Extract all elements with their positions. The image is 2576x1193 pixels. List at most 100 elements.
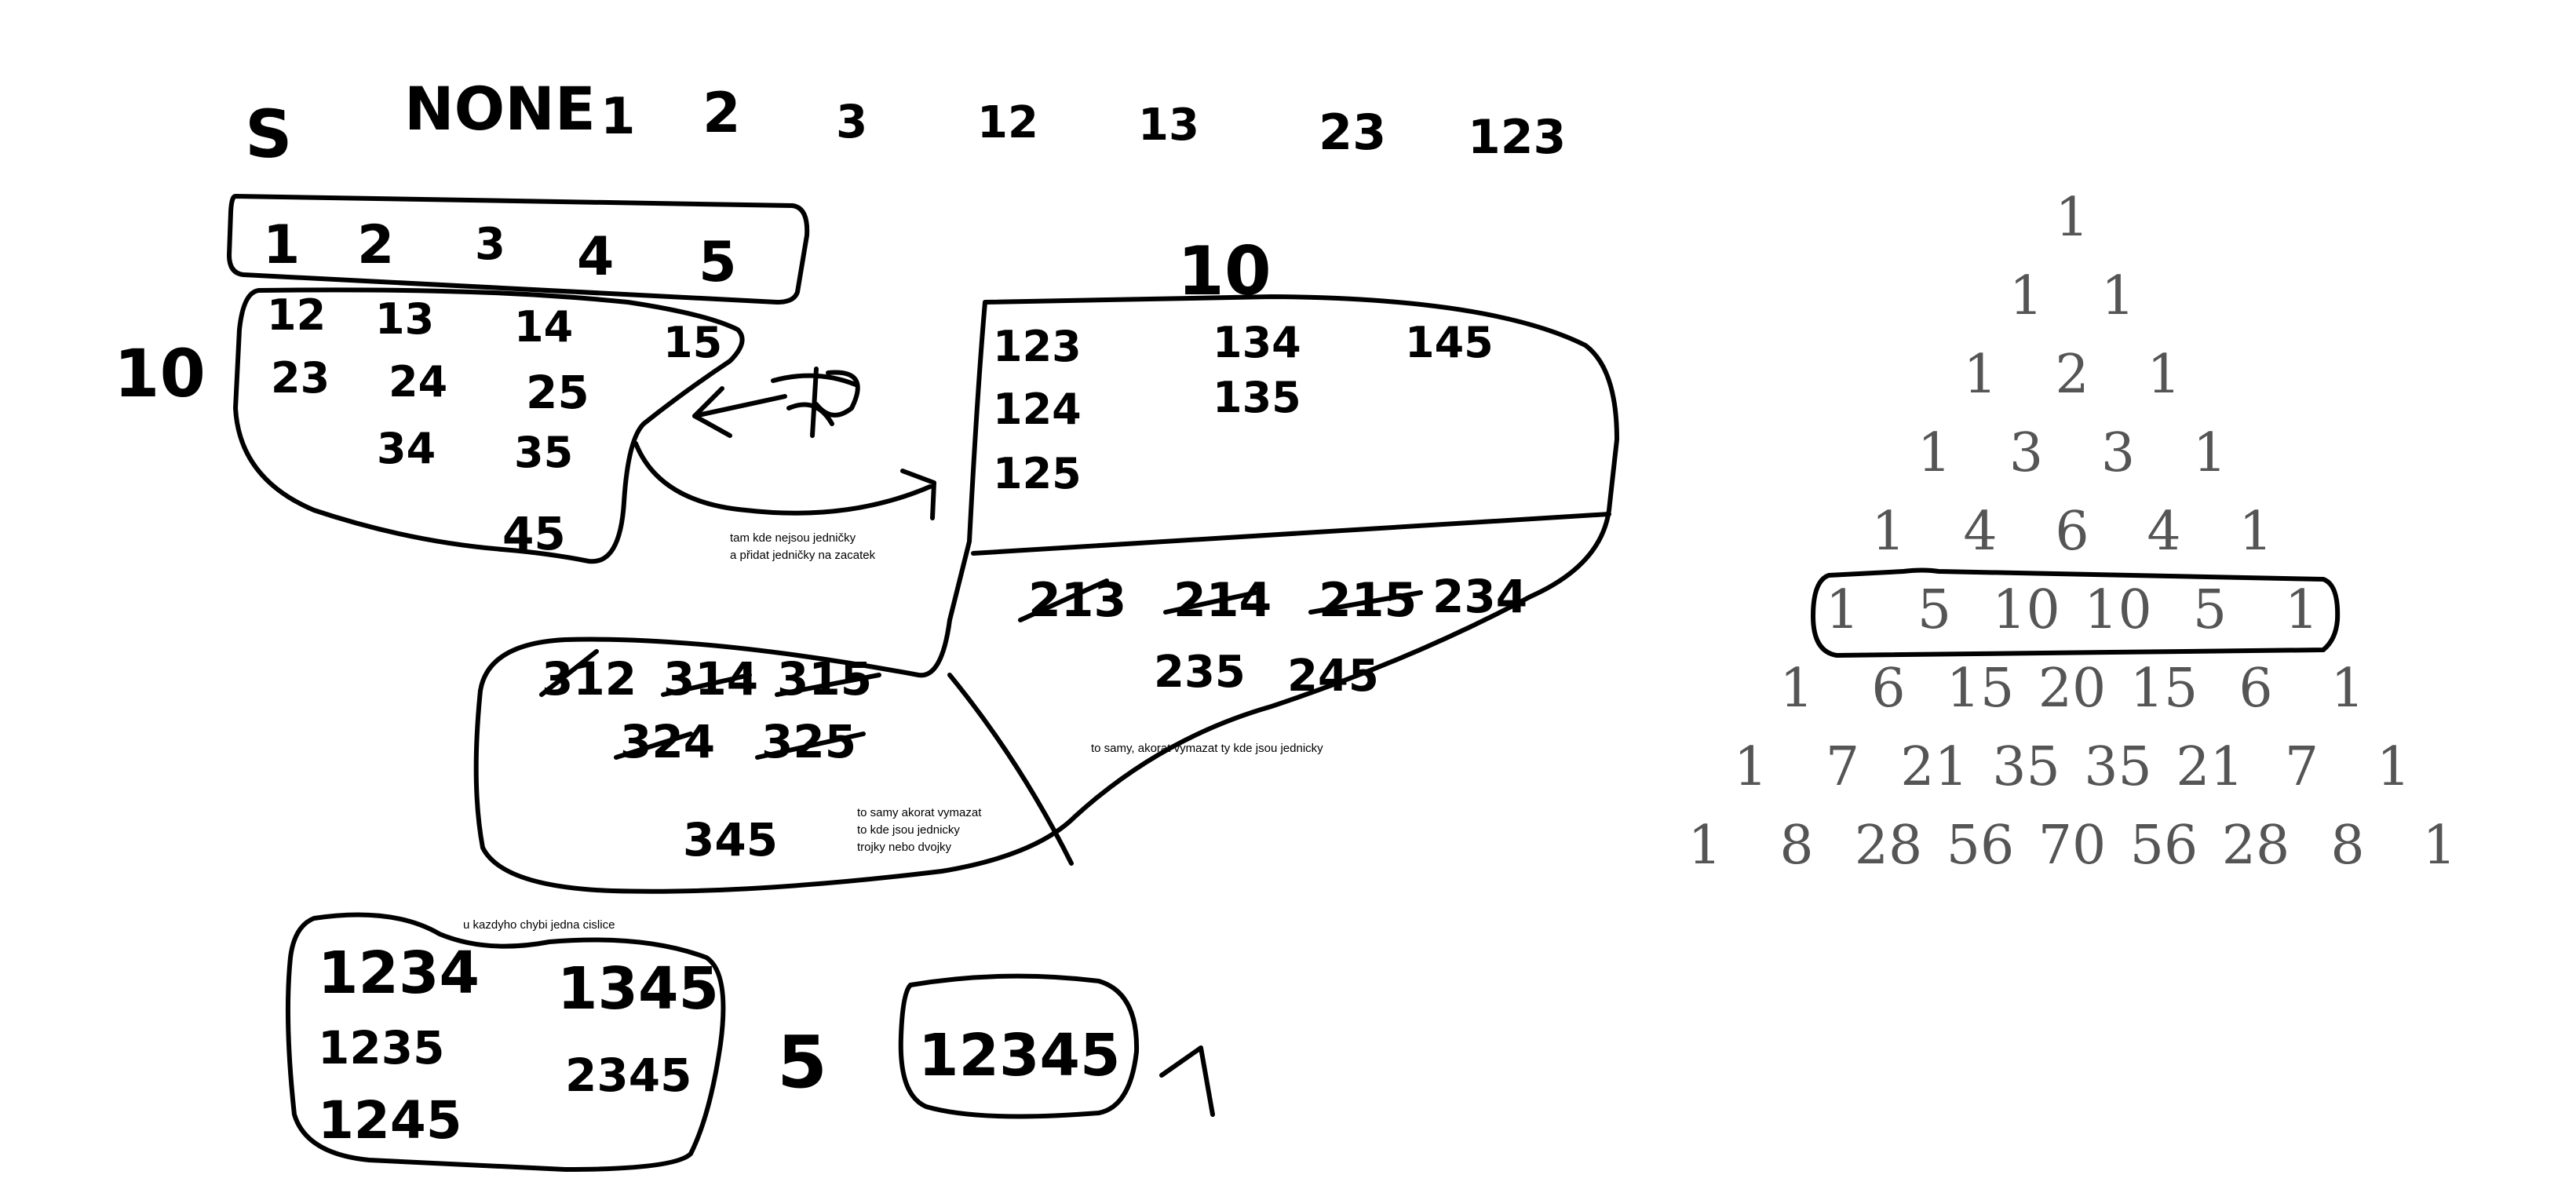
arrow-to-triples: [633, 441, 936, 520]
pascal-number: 6: [2238, 658, 2272, 720]
quad-item: 1345: [557, 955, 719, 1023]
quads-outline: [285, 912, 726, 1172]
pascal-number: 10: [2084, 579, 2152, 641]
single-item: 1: [263, 214, 300, 276]
triples-group: 10 123 134 145 124 135 125 213 214 215 2…: [473, 232, 1619, 894]
single-item: 5: [699, 230, 737, 294]
pair-item: 14: [514, 302, 573, 352]
pair-item: 23: [271, 353, 330, 403]
pascal-number: 70: [2038, 815, 2107, 877]
crossed-triple: 314: [663, 652, 758, 706]
pair-item: 34: [377, 424, 436, 473]
quads-count: 5: [777, 1020, 827, 1104]
pascal-number: 15: [2130, 658, 2198, 720]
triple-item: 245: [1287, 651, 1379, 702]
pascal-number: 1: [1871, 501, 1905, 563]
pascal-number: 15: [1947, 658, 2015, 720]
pascal-number: 35: [1992, 736, 2060, 798]
pascal-number: 1: [1734, 736, 1768, 798]
pair-item: 12: [267, 290, 326, 340]
pascal-number: 1: [2009, 265, 2043, 327]
header-item: 123: [1468, 110, 1566, 165]
triple-item: 125: [993, 449, 1082, 498]
triple-item: 345: [683, 813, 778, 866]
note: to samy, akorat vymazat ty kde jsou jedn…: [1091, 742, 1323, 755]
header-item: 13: [1138, 100, 1199, 151]
pascal-number: 21: [1900, 736, 1968, 798]
triples-divider: [947, 673, 1074, 866]
pascal-number: 4: [1963, 501, 1997, 563]
single-item: 2: [357, 214, 394, 276]
pascal-number: 1: [1963, 344, 1997, 406]
quads-group: 1234 1345 1235 2345 1245 5: [285, 912, 827, 1172]
quad-item: 2345: [565, 1049, 691, 1102]
pascal-number: 5: [2193, 579, 2227, 641]
triple-item: 145: [1405, 318, 1494, 367]
crossed-triple: 312: [542, 652, 637, 706]
singles-outline: [227, 194, 810, 305]
pascal-number: 1: [2377, 736, 2410, 798]
pair-item: 13: [375, 294, 434, 344]
pascal-highlight-outline: [1811, 567, 2341, 658]
pascal-number: 8: [2330, 815, 2364, 877]
pair-item: 25: [526, 366, 589, 419]
pascal-number: 2: [2055, 344, 2089, 406]
pascal-number: 1: [2238, 501, 2272, 563]
pascal-number: 5: [1917, 579, 1951, 641]
pair-item: 35: [514, 428, 573, 477]
pascal-number: 1: [2101, 265, 2135, 327]
single-item: 3: [475, 219, 505, 270]
quad-item: 1235: [318, 1021, 444, 1074]
crossed-triple: 325: [761, 715, 856, 768]
pascal-number: 10: [1992, 579, 2060, 641]
full-group: 12345: [898, 973, 1215, 1119]
pascal-number: 28: [2222, 815, 2290, 877]
pascal-number: 1: [1779, 658, 1813, 720]
pascal-number: 28: [1855, 815, 1923, 877]
pascal-number: 6: [1871, 658, 1905, 720]
triples-outline: [473, 294, 1619, 894]
pair-item: 24: [389, 357, 447, 407]
note: a přidat jedničky na zacatek: [730, 549, 876, 562]
pair-item: 15: [663, 318, 722, 367]
pascal-number: 4: [2147, 501, 2180, 563]
pairs-group: 10 12 13 14 15 23 24 25 34 35 45: [114, 287, 745, 564]
pairs-outline: [233, 287, 745, 564]
pascal-number: 1: [2285, 579, 2319, 641]
pascal-number: 1: [1826, 579, 1859, 641]
arrow-left: [692, 367, 860, 438]
header-item: 23: [1319, 104, 1386, 161]
header-item: 12: [977, 97, 1038, 148]
full-item: 12345: [918, 1022, 1120, 1089]
full-outline: [898, 973, 1140, 1119]
pascal-number: 1: [2330, 658, 2364, 720]
triple-item: 124: [993, 385, 1082, 434]
note: to samy akorat vymazat: [857, 806, 982, 819]
triple-item: 234: [1432, 570, 1527, 623]
note: trojky nebo dvojky: [857, 841, 952, 854]
singles-group: 1 2 3 4 5: [227, 194, 810, 305]
header-item: 3: [836, 95, 867, 148]
note: to kde jsou jednicky: [857, 823, 960, 837]
quad-item: 1245: [318, 1090, 462, 1151]
pascal-number: 7: [1826, 736, 1859, 798]
triple-item: 235: [1154, 647, 1246, 698]
pascal-number: 3: [2009, 422, 2043, 484]
single-item: 4: [577, 226, 614, 288]
header-row: S NONE 1 2 3 12 13 23 123: [245, 74, 1566, 173]
pascal-number: 1: [1917, 422, 1951, 484]
triple-item: 123: [993, 322, 1082, 371]
header-item: NONE: [404, 74, 596, 144]
triple-item: 135: [1213, 373, 1301, 422]
pascal-number: 7: [2285, 736, 2319, 798]
pascal-number: 1: [1688, 815, 1721, 877]
pascal-number: 6: [2055, 501, 2089, 563]
pascal-number: 8: [1779, 815, 1813, 877]
header-item: 1: [600, 88, 636, 146]
pascal-number: 1: [2147, 344, 2180, 406]
pascal-number: 1: [2193, 422, 2227, 484]
pascal-number: 35: [2084, 736, 2152, 798]
pair-item: 45: [502, 507, 566, 560]
